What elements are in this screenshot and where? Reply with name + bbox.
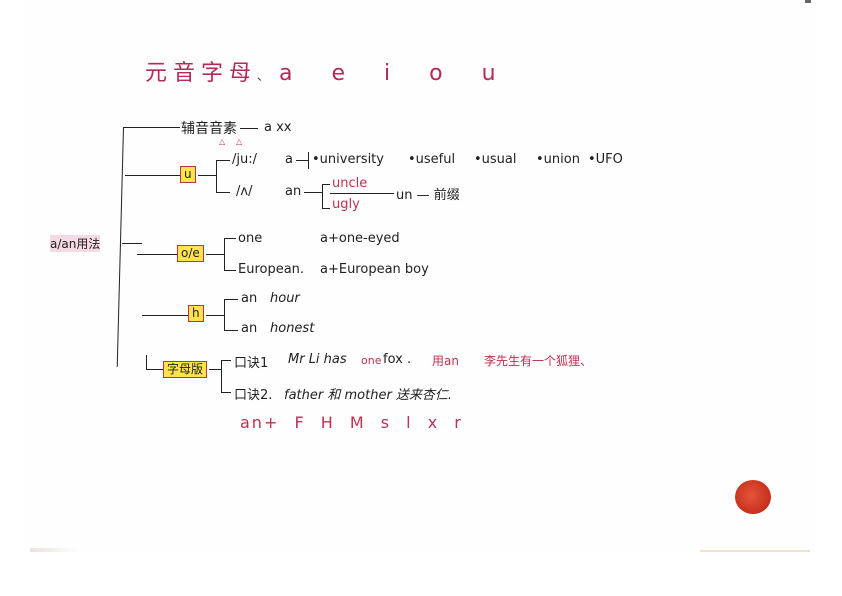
example-one-eyed: a+one-eyed xyxy=(320,231,400,246)
example-ugly: ugly xyxy=(332,197,360,212)
article-an-hour: an xyxy=(241,291,258,306)
branch-u-label: u xyxy=(180,166,196,183)
branch-fuyin-example: a xx xyxy=(264,120,292,135)
word-hour: hour xyxy=(270,291,300,306)
example-union: •union xyxy=(536,152,580,167)
mnemonic-1-sentence-end: fox . xyxy=(383,352,412,367)
article-an-dash xyxy=(304,192,322,194)
page-shadow xyxy=(30,548,80,552)
example-european-boy: a+European boy xyxy=(320,262,429,277)
branch-u-connector xyxy=(125,175,180,177)
branch-oe-child2-connector xyxy=(224,270,236,272)
phonetic-ju: /ju:/ xyxy=(232,152,257,167)
mnemonic-2: 口诀2. xyxy=(234,388,273,403)
branch-fuyin-label: 辅音音素 xyxy=(181,121,237,137)
example-useful: •useful xyxy=(408,152,456,167)
branch-h-sub-connector xyxy=(206,315,224,317)
branch-h-label: h xyxy=(188,305,204,322)
title-separator: 、 xyxy=(257,69,270,83)
mnemonic-1-note: 用an xyxy=(432,354,459,368)
word-one: one xyxy=(238,231,263,246)
root-node-label: a/an用法 xyxy=(50,235,101,252)
corner-mark xyxy=(805,0,811,3)
branch-zimuban-child2-connector xyxy=(221,392,231,394)
article-an: an xyxy=(285,184,302,199)
notebook-page xyxy=(30,0,812,550)
branch-oe-sub-connector xyxy=(206,254,224,256)
uncle-underline xyxy=(330,193,394,195)
branch-h-connector xyxy=(142,315,188,317)
triangle-mark-icon: △ xyxy=(236,137,243,146)
branch-zimuban-spine-end xyxy=(146,355,148,369)
article-an-bracket xyxy=(322,184,324,208)
branch-h-sub-spine xyxy=(224,299,226,330)
mnemonic-1-sentence-start: Mr Li has xyxy=(288,352,347,367)
word-european: European. xyxy=(238,262,305,277)
branch-u-sub-connector xyxy=(198,175,216,177)
page-edge-line xyxy=(700,550,810,552)
example-uncle: uncle xyxy=(332,176,368,191)
branch-h-child2-connector xyxy=(224,330,238,332)
phonetic-uh: /ʌ/ xyxy=(236,184,253,199)
branch-zimuban-connector xyxy=(146,369,163,371)
bracket-bottom xyxy=(322,208,330,210)
article-a-dash xyxy=(296,160,308,162)
branch-zimuban-sub-connector xyxy=(209,369,221,371)
branch-u-child2-connector xyxy=(216,192,230,194)
page-title: 元音字母、 a e i o u xyxy=(145,55,512,87)
mnemonic-1-highlight-word: one xyxy=(361,354,382,367)
branch-oe-connector xyxy=(137,254,177,256)
branch-oe-sub-spine xyxy=(224,238,226,270)
branch-u-child1-connector xyxy=(216,160,230,162)
mnemonic-1-translation: 李先生有一个狐狸、 xyxy=(484,354,593,368)
bracket-top xyxy=(322,184,330,186)
branch-zimuban-label: 字母版 xyxy=(163,361,208,378)
root-connector xyxy=(122,243,142,245)
word-honest: honest xyxy=(270,321,315,336)
article-a-bar xyxy=(308,152,310,169)
branch-fuyin-connector xyxy=(123,127,180,129)
title-vowels: a e i o u xyxy=(279,61,512,86)
letters-summary: an+ F H M s l x r xyxy=(240,413,463,432)
branch-zimuban-child1-connector xyxy=(221,360,231,362)
article-a: a xyxy=(285,152,293,167)
title-label: 元音字母 xyxy=(145,61,258,86)
mnemonic-1-prefix: 口诀1 xyxy=(234,356,269,371)
example-ufo: •UFO xyxy=(588,152,623,167)
branch-u-sub-spine xyxy=(216,160,218,192)
red-stamp-icon xyxy=(735,480,771,514)
triangle-mark-icon: △ xyxy=(219,137,226,146)
prefix-note: un — 前缀 xyxy=(396,188,460,203)
branch-oe-child1-connector xyxy=(224,238,236,240)
article-an-honest: an xyxy=(241,321,258,336)
branch-fuyin-dash xyxy=(240,128,258,130)
example-university: •university xyxy=(312,152,384,167)
mnemonic-2-sentence: father 和 mother 送来杏仁. xyxy=(284,388,453,403)
branch-oe-label: o/e xyxy=(177,245,204,262)
branch-zimuban-sub-spine xyxy=(221,360,223,392)
branch-h-child1-connector xyxy=(224,299,238,301)
example-usual: •usual xyxy=(474,152,517,167)
